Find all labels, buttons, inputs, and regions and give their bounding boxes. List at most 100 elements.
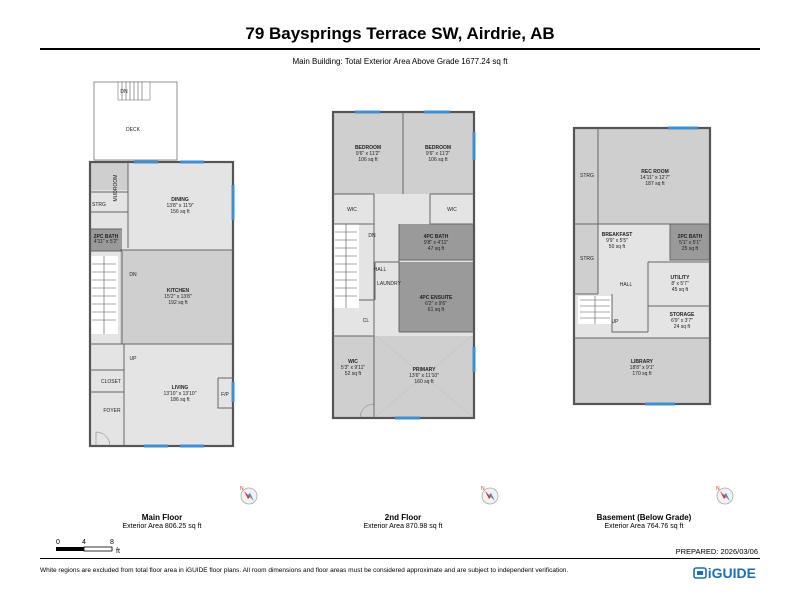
- page-title: 79 Baysprings Terrace SW, Airdrie, AB: [245, 24, 555, 43]
- second-floor-plan: BEDROOM 9'6" x 11'2" 106 sq ft BEDROOM 9…: [331, 110, 476, 420]
- ensuite-dim: 6'2" x 9'6": [425, 301, 447, 307]
- compass-second: N: [481, 486, 499, 505]
- main-strg-label: STRG: [92, 202, 106, 208]
- disclaimer-text: White regions are excluded from total fl…: [40, 567, 569, 574]
- main-bath-dim: 4'11" x 5'2": [94, 239, 118, 245]
- basement-bath-room: [670, 224, 710, 260]
- rec-room-sqft: 187 sq ft: [645, 181, 665, 187]
- bedroom1-sqft: 106 sq ft: [358, 157, 378, 163]
- deck-dn-label: DN: [120, 89, 128, 95]
- second-bath-sqft: 47 sq ft: [428, 246, 445, 252]
- kitchen-room: [120, 250, 233, 344]
- mudroom-label: MUDROOM: [113, 175, 119, 202]
- title-divider: [40, 48, 760, 50]
- utility-sqft: 45 sq ft: [672, 287, 689, 293]
- wic3-sqft: 52 sq ft: [345, 371, 362, 377]
- deck-label: DECK: [126, 127, 141, 133]
- bedroom2-label: BEDROOM: [425, 145, 451, 151]
- kitchen-dim: 15'2" x 13'8": [164, 294, 192, 300]
- main-bath-room: [90, 229, 122, 251]
- wic1-label: WIC: [347, 207, 357, 213]
- main-stair-dn-label: DN: [129, 272, 137, 278]
- second-bath-dim: 9'8" x 4'11": [424, 240, 448, 246]
- closet-label: CLOSET: [101, 379, 121, 385]
- basement-strg2-label: STRG: [580, 256, 594, 262]
- living-dim: 13'10" x 13'10": [164, 391, 197, 397]
- compass-basement: N: [716, 486, 734, 505]
- bedroom2-sqft: 106 sq ft: [428, 157, 448, 163]
- ensuite-sqft: 61 sq ft: [428, 307, 445, 313]
- dining-dim: 13'8" x 11'9": [166, 203, 193, 209]
- basement-bath-label: 2PC BATH: [678, 234, 703, 240]
- second-bath-label: 4PC BATH: [424, 234, 449, 240]
- basement-bath-dim: 5'1" x 5'1": [679, 240, 701, 246]
- library-room: [574, 338, 710, 404]
- storage-label: STORAGE: [670, 312, 695, 318]
- bedroom2-dim: 9'6" x 11'2": [426, 151, 450, 157]
- primary-sqft: 160 sq ft: [414, 379, 434, 385]
- page-subtitle: Main Building: Total Exterior Area Above…: [292, 57, 508, 66]
- foyer-label: FOYER: [103, 408, 121, 414]
- storage-sqft: 24 sq ft: [674, 324, 691, 330]
- second-bath-room: [399, 224, 474, 260]
- compass-main: N: [240, 486, 258, 505]
- second-stair-dn-label: DN: [368, 233, 376, 239]
- compass-n-label: N: [481, 486, 485, 492]
- main-floor-plan: DN DECK MUDROOM STRG DINING 13'8" x 11'9…: [88, 81, 235, 448]
- dining-label: DINING: [171, 197, 189, 203]
- second-floor-name: 2nd Floor: [384, 513, 422, 522]
- rec-room-label: REC ROOM: [641, 169, 669, 175]
- library-label: LIBRARY: [631, 359, 654, 365]
- library-dim: 18'8" x 9'1": [630, 365, 655, 371]
- compass-n-label: N: [240, 486, 244, 492]
- rec-room-dim: 14'11" x 12'7": [640, 175, 670, 181]
- dining-sqft: 156 sq ft: [170, 209, 190, 215]
- compass-n-label: N: [716, 486, 720, 492]
- living-label: LIVING: [172, 385, 189, 391]
- main-floor-area: Exterior Area 806.25 sq ft: [122, 523, 202, 530]
- second-hall-label: HALL: [374, 267, 387, 273]
- primary-dim: 13'6" x 11'10": [409, 373, 439, 379]
- basement-name: Basement (Below Grade): [596, 513, 692, 522]
- breakfast-sqft: 50 sq ft: [609, 244, 626, 250]
- utility-label: UTILITY: [671, 275, 691, 281]
- basement-hall-label: HALL: [620, 282, 633, 288]
- bedroom1-dim: 9'6" x 11'2": [356, 151, 380, 157]
- ensuite-room: [399, 262, 474, 332]
- basement-bath-sqft: 25 sq ft: [682, 246, 699, 252]
- main-bath-label: 2PC BATH: [94, 234, 119, 240]
- laundry-label: LAUNDRY: [377, 281, 401, 287]
- bedroom1-label: BEDROOM: [355, 145, 381, 151]
- basement-strg1-label: STRG: [580, 173, 594, 179]
- ensuite-label: 4PC ENSUITE: [420, 295, 453, 301]
- prepared-date: PREPARED: 2026/03/06: [675, 547, 758, 556]
- storage-dim: 6'9" x 3'7": [671, 318, 693, 324]
- iguide-logo-icon: [693, 567, 707, 579]
- footer-divider: [40, 558, 760, 559]
- basement-stair-up-label: UP: [612, 319, 620, 325]
- primary-label: PRIMARY: [413, 367, 437, 373]
- breakfast-label: BREAKFAST: [602, 232, 633, 238]
- scale-tick-0: 0: [56, 539, 60, 546]
- iguide-brand: iGUIDE: [707, 565, 756, 581]
- fireplace-label: F/P: [221, 392, 229, 398]
- wic2-label: WIC: [447, 207, 457, 213]
- floor-plans: .w{fill:none;stroke:#555;stroke-width:2.…: [88, 81, 734, 505]
- main-stair-up-label: UP: [130, 356, 138, 362]
- utility-dim: 8' x 5'7": [671, 281, 689, 287]
- wic3-dim: 5'3" x 9'11": [341, 365, 365, 371]
- scale-tick-4: 4: [82, 539, 86, 546]
- closet-label-2: CL: [363, 318, 370, 324]
- breakfast-dim: 9'9" x 5'5": [606, 238, 628, 244]
- kitchen-sqft: 192 sq ft: [168, 300, 188, 306]
- scale-tick-8: 8: [110, 539, 114, 546]
- library-sqft: 170 sq ft: [632, 371, 652, 377]
- main-floor-name: Main Floor: [141, 513, 183, 522]
- scale-bar: 0 4 8 ft: [56, 539, 120, 555]
- second-floor-area: Exterior Area 870.98 sq ft: [363, 523, 443, 530]
- kitchen-label: KITCHEN: [167, 288, 190, 294]
- living-sqft: 186 sq ft: [170, 397, 190, 403]
- basement-area: Exterior Area 764.76 sq ft: [604, 523, 684, 530]
- scale-unit: ft: [116, 548, 120, 555]
- basement-plan: STRG REC ROOM 14'11" x 12'7" 187 sq ft B…: [572, 126, 712, 406]
